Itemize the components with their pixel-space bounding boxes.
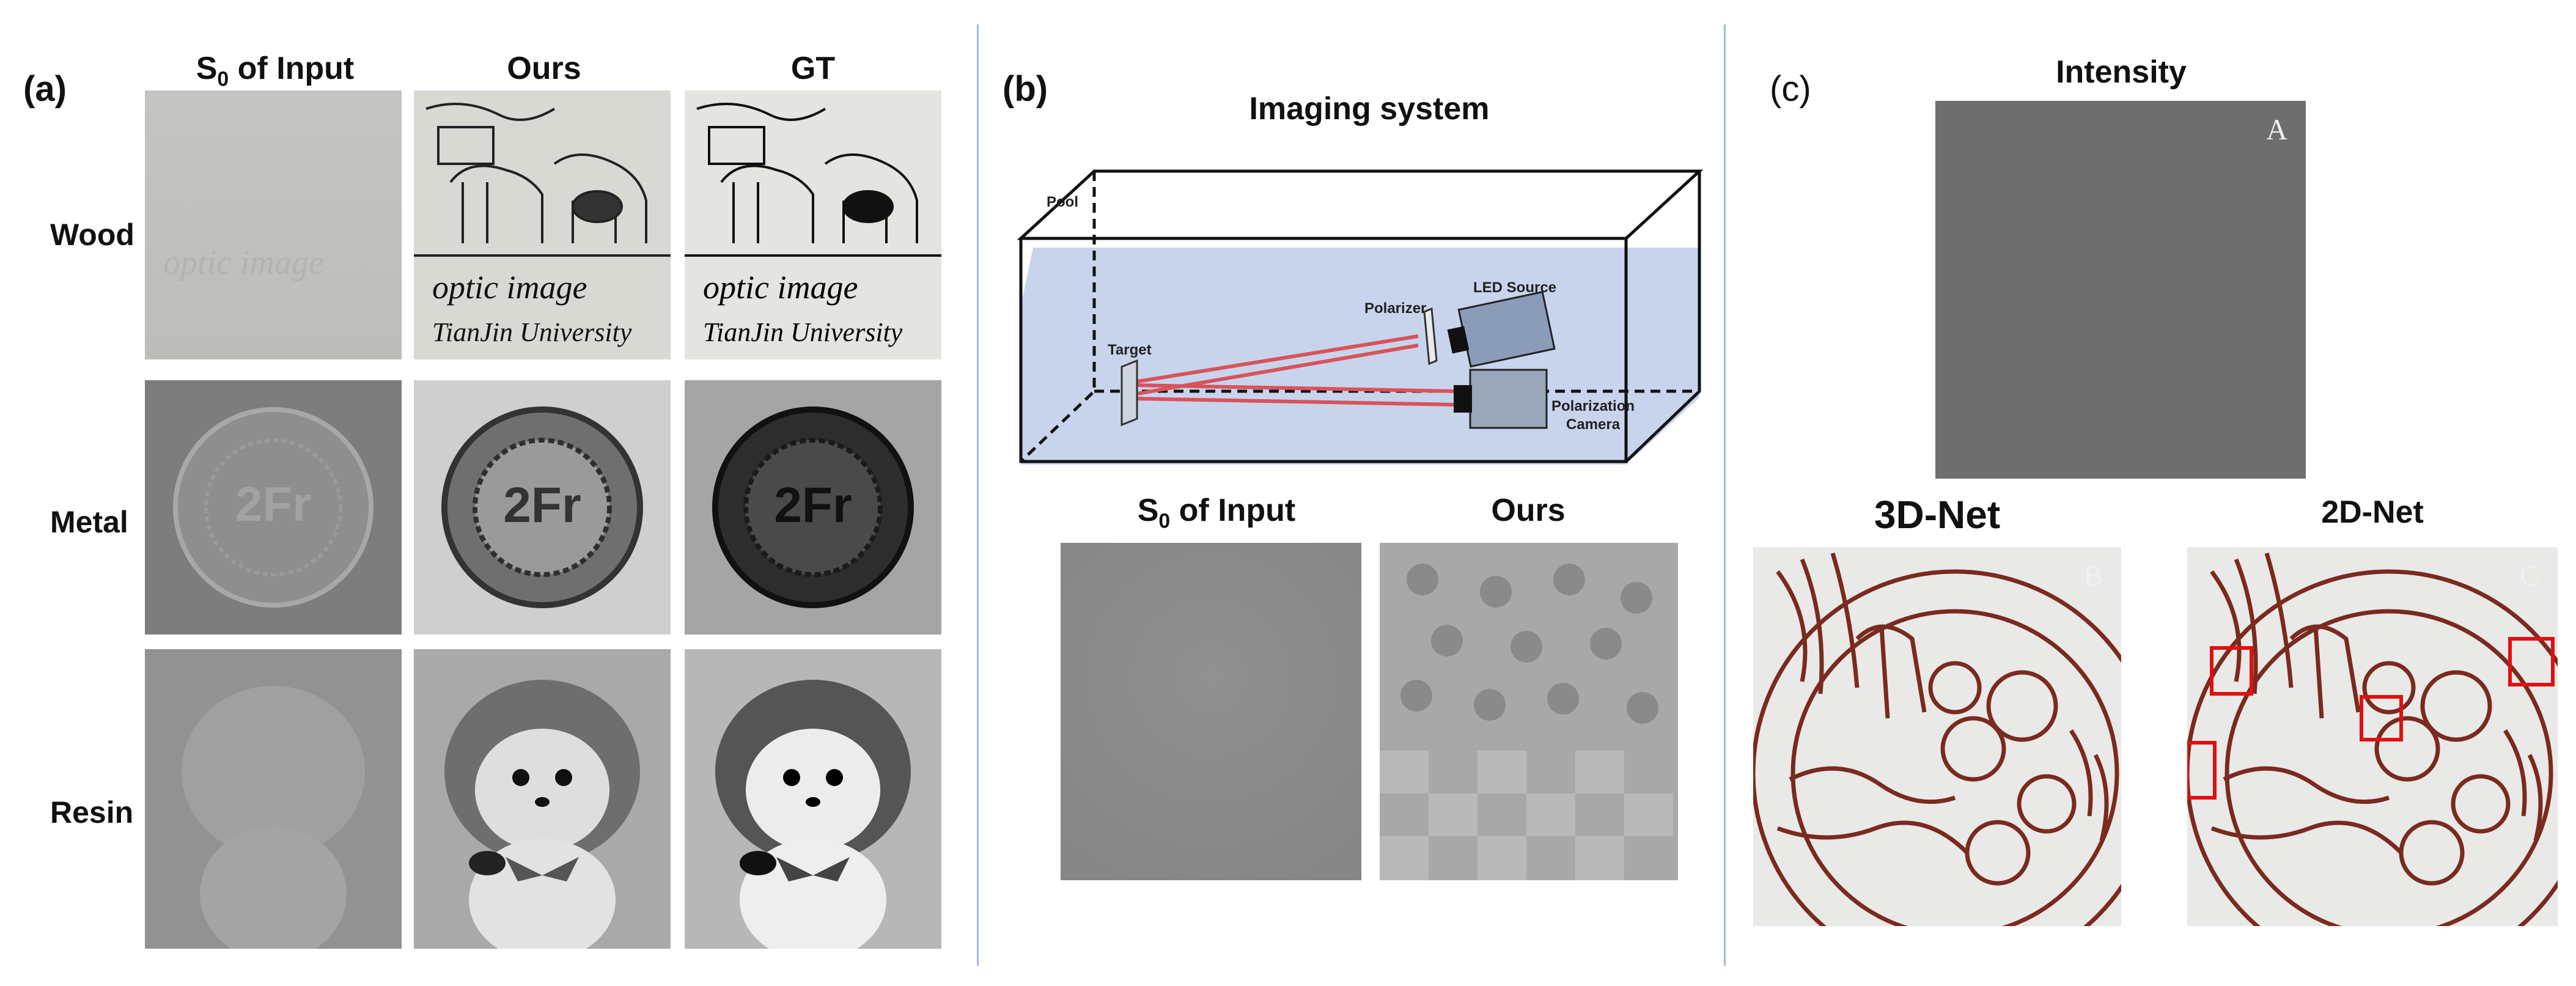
diagram-label-polarizer: Polarizer (1364, 300, 1426, 317)
panel-c-label: (c) (1770, 69, 1811, 109)
resin-input-image (145, 649, 402, 949)
wood-gt-drawing: optic image TianJin University (685, 103, 941, 347)
imaging-system-title: Imaging system (1249, 91, 1490, 127)
resin-gt-figure (715, 680, 911, 949)
resin-input-figure (182, 686, 365, 949)
b-ours-image (1380, 543, 1678, 880)
row-label-wood: Wood (50, 218, 134, 252)
2dnet-image: C (2187, 547, 2558, 926)
diagram-label-pool: Pool (1047, 194, 1078, 210)
diagram-label-led: LED Source (1473, 279, 1556, 296)
divider-bc (1724, 24, 1726, 966)
b-col-header-input: S0 of Input (1137, 493, 1296, 533)
metal-gt-coin-text: 2Fr (774, 477, 852, 533)
resin-ours-image (414, 649, 671, 949)
col-header-ours: Ours (507, 51, 581, 86)
metal-ours-coin-text: 2Fr (503, 477, 581, 533)
metal-ours-coin: 2Fr (441, 407, 643, 608)
intensity-title: Intensity (2056, 54, 2187, 90)
3dnet-image: B (1753, 547, 2121, 926)
wood-input-faint-text: optic image (163, 244, 324, 282)
b-input-image (1061, 543, 1361, 880)
3dnet-letter: B (2083, 560, 2103, 592)
panel-a-label: (a) (23, 69, 67, 109)
divider-ab (977, 24, 979, 966)
2dnet-drawing (2187, 552, 2558, 926)
wood-gt-text-line1: optic image (703, 269, 858, 306)
imaging-system-diagram: Pool LED Source Polarizer Target Polariz… (1017, 169, 1704, 465)
row-label-metal: Metal (50, 505, 128, 539)
resin-ours-figure (444, 680, 640, 949)
3dnet-title: 3D-Net (1874, 493, 2001, 537)
metal-gt-image: 2Fr (685, 380, 941, 635)
wood-ours-drawing: optic image TianJin University (414, 103, 671, 347)
b-col-header-ours: Ours (1491, 493, 1566, 528)
b-ours-pattern (1380, 564, 1673, 880)
intensity-letter: A (2266, 114, 2287, 146)
wood-input-faint-content: optic image (163, 244, 324, 282)
wood-ours-text-line2: TianJin University (432, 317, 632, 347)
resin-gt-image (685, 649, 941, 949)
metal-input-coin: 2Fr (173, 407, 374, 608)
intensity-image: A (1935, 101, 2306, 479)
metal-input-coin-text: 2Fr (235, 477, 312, 531)
2dnet-title: 2D-Net (2321, 495, 2424, 530)
col-header-gt: GT (790, 51, 836, 86)
wood-ours-text-line1: optic image (432, 269, 587, 306)
diagram-label-camera-line1: Polarization (1551, 398, 1635, 414)
panel-b-label: (b) (1003, 69, 1048, 109)
wood-gt-image: optic image TianJin University (685, 90, 941, 359)
2dnet-letter: C (2519, 560, 2539, 592)
metal-ours-image: 2Fr (414, 380, 671, 635)
metal-input-image: 2Fr (145, 380, 402, 635)
row-label-resin: Resin (50, 795, 134, 830)
metal-gt-coin: 2Fr (712, 407, 914, 608)
diagram-label-target: Target (1108, 342, 1152, 358)
3dnet-drawing (1753, 552, 2121, 926)
wood-input-image: optic image (145, 90, 402, 359)
col-header-input: S0 of Input (196, 51, 355, 91)
diagram-label-camera-line2: Camera (1566, 416, 1621, 433)
wood-ours-image: optic image TianJin University (414, 90, 671, 359)
wood-gt-text-line2: TianJin University (703, 317, 903, 347)
